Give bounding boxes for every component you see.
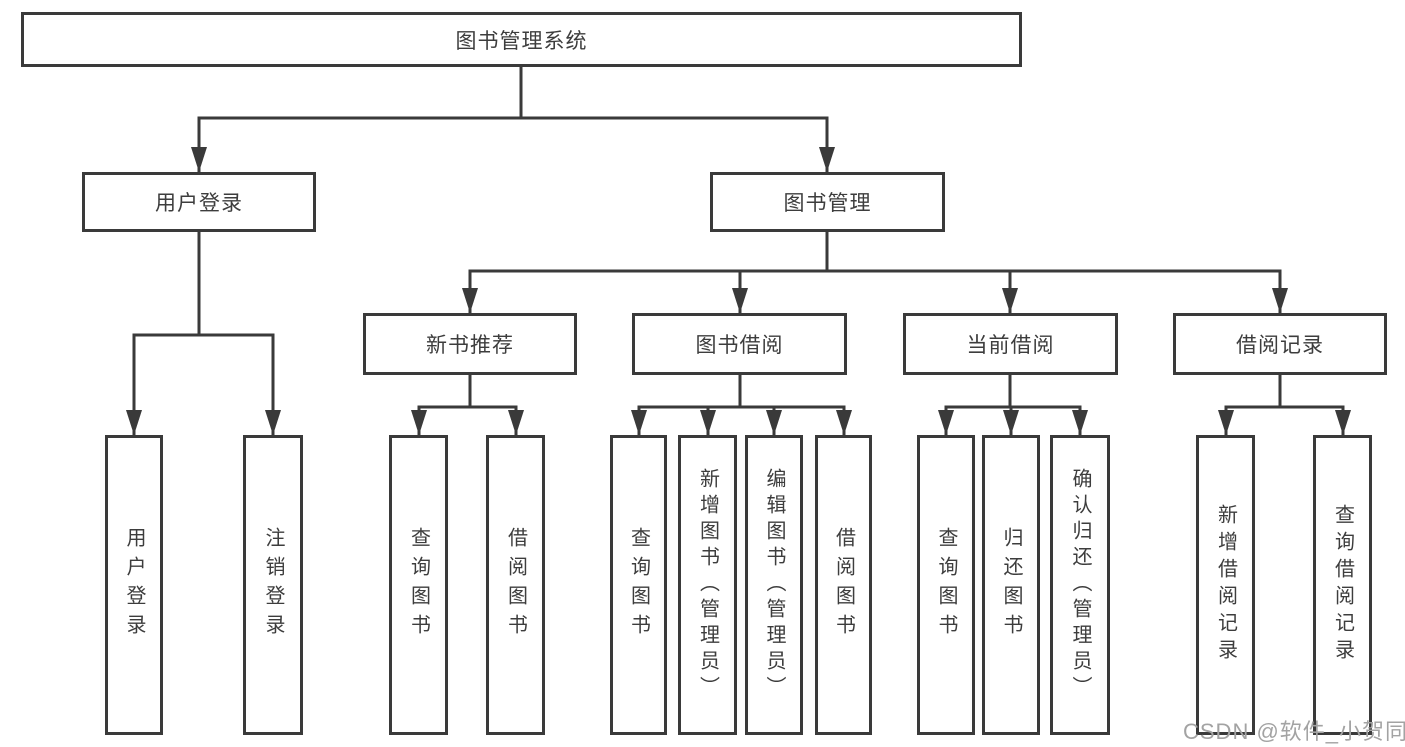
leaf-logout: 注销登录 — [243, 435, 303, 735]
leaf-borrow-edit-admin: 编辑图书（管理员） — [745, 435, 803, 735]
node-current-borrow: 当前借阅 — [903, 313, 1118, 375]
leaf-borrow-add-admin: 新增图书（管理员） — [678, 435, 737, 735]
leaf-current-confirm-admin: 确认归还（管理员） — [1050, 435, 1110, 735]
leaf-borrow-query: 查询图书 — [610, 435, 667, 735]
leaf-record-add: 新增借阅记录 — [1196, 435, 1255, 735]
node-book-borrow: 图书借阅 — [632, 313, 847, 375]
node-new-book-recommend: 新书推荐 — [363, 313, 577, 375]
leaf-user-login: 用户登录 — [105, 435, 163, 735]
node-borrow-record: 借阅记录 — [1173, 313, 1387, 375]
leaf-newbook-borrow: 借阅图书 — [486, 435, 545, 735]
node-root: 图书管理系统 — [21, 12, 1022, 67]
node-user-login: 用户登录 — [82, 172, 316, 232]
leaf-borrow-borrow: 借阅图书 — [815, 435, 872, 735]
leaf-current-return: 归还图书 — [982, 435, 1040, 735]
watermark: CSDN @软件_小贺同学 — [1183, 719, 1405, 744]
leaf-newbook-query: 查询图书 — [389, 435, 448, 735]
leaf-current-query: 查询图书 — [917, 435, 975, 735]
node-book-management: 图书管理 — [710, 172, 945, 232]
leaf-record-query: 查询借阅记录 — [1313, 435, 1372, 735]
